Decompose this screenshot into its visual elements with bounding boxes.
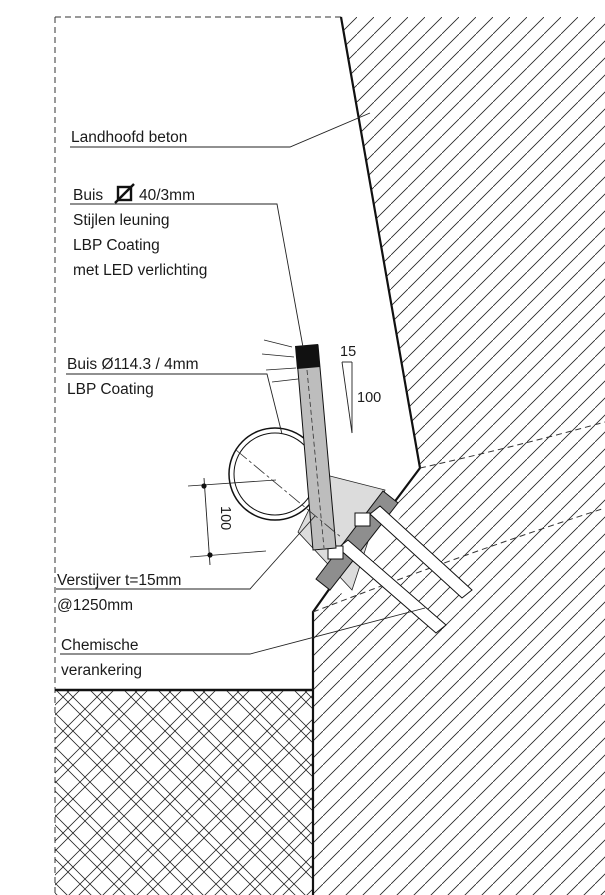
leader-lines bbox=[56, 112, 426, 655]
label-stijlen: Stijlen leuning bbox=[73, 212, 170, 229]
label-buis-small-size: 40/3mm bbox=[139, 187, 195, 204]
slope-run: 100 bbox=[357, 390, 381, 406]
label-buis-small-prefix: Buis bbox=[73, 187, 103, 204]
dimension-offset-value: 100 bbox=[217, 506, 233, 530]
label-lbp-coating-2: LBP Coating bbox=[67, 381, 154, 398]
label-led: met LED verlichting bbox=[73, 262, 207, 279]
soil-area bbox=[55, 690, 313, 895]
diameter-square-icon bbox=[114, 183, 135, 204]
label-verstijver: Verstijver t=15mm bbox=[57, 572, 181, 589]
label-buis-large: Buis Ø114.3 / 4mm bbox=[67, 356, 199, 373]
abutment-concrete bbox=[313, 17, 605, 895]
dashed-line-upper bbox=[419, 421, 605, 469]
dimension-offset bbox=[187, 477, 277, 566]
label-chemische: Chemische bbox=[61, 637, 139, 654]
slope-triangle bbox=[341, 361, 353, 434]
slope-rise: 15 bbox=[340, 344, 356, 360]
label-spacing: @1250mm bbox=[57, 597, 133, 614]
led-cap bbox=[295, 344, 320, 369]
tick-marks bbox=[261, 339, 299, 383]
dashed-line-lower bbox=[312, 507, 605, 613]
label-landhoofd: Landhoofd beton bbox=[71, 129, 187, 146]
label-verankering: verankering bbox=[61, 662, 142, 679]
label-lbp-coating-1: LBP Coating bbox=[73, 237, 160, 254]
